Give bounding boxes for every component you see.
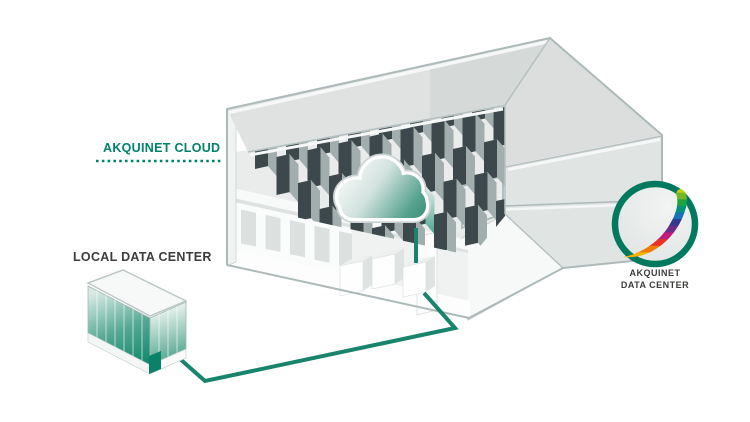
server-box — [402, 256, 435, 298]
window-opening — [290, 220, 305, 258]
rack-face — [320, 147, 330, 196]
rack-face — [447, 211, 456, 256]
rack-face — [456, 178, 466, 228]
rack-face — [298, 180, 311, 221]
logo-stripe — [623, 239, 687, 247]
rack-face — [434, 211, 447, 253]
roof — [227, 37, 663, 269]
end-wall-strip — [226, 106, 237, 267]
rack-face — [443, 178, 457, 220]
local-datacenter-label: LOCAL DATA CENTER — [73, 250, 212, 264]
rack-face — [475, 113, 485, 162]
roof-rim — [228, 39, 549, 115]
rack-face — [276, 154, 290, 195]
wall-top-edge — [504, 135, 663, 168]
cloud-zone-label: AKQUINET CLOUD — [103, 141, 220, 155]
server-box — [371, 248, 404, 290]
badge-face — [618, 187, 692, 261]
rack-face — [466, 146, 475, 195]
window-opening — [241, 209, 256, 247]
server-box — [339, 255, 372, 297]
local-datacenter-building — [86, 269, 188, 375]
local-roof — [86, 269, 188, 317]
badge-label-line1: AKQUINET — [630, 268, 681, 278]
arcade-openings — [241, 209, 352, 267]
rack-face — [444, 120, 454, 169]
rack-face — [413, 126, 423, 176]
badge-label-line2: DATA CENTER — [621, 280, 689, 290]
rack-face — [435, 152, 444, 202]
window-opening — [339, 231, 352, 267]
rack-face — [307, 147, 321, 189]
glass-panel-lines — [96, 290, 178, 361]
window-opening — [314, 225, 330, 263]
rack-face — [338, 140, 352, 182]
connection-line — [169, 228, 459, 384]
rack-face — [487, 172, 497, 221]
rack-face — [453, 146, 466, 187]
roof-end-edge — [504, 37, 551, 106]
local-door — [149, 351, 161, 374]
akquinet-logo-badge — [611, 180, 699, 268]
server-boxes — [339, 248, 435, 298]
courtyard-edge — [504, 213, 564, 269]
wall-top-rim — [507, 138, 661, 171]
rack-face — [400, 126, 414, 168]
akquinet-datacenter-building — [226, 37, 663, 321]
right-roof-slope — [505, 38, 662, 166]
window-opening — [265, 214, 281, 252]
roof-front-rim — [249, 107, 504, 157]
rack-face — [465, 204, 478, 246]
rack-face — [462, 113, 476, 155]
rack-face — [474, 172, 488, 213]
cloud-body — [338, 158, 426, 218]
logo-stripe — [623, 245, 687, 253]
rack-face — [497, 139, 505, 188]
cloud-icon — [333, 153, 431, 223]
rack-face — [493, 106, 505, 148]
roof-front-edge — [247, 104, 506, 153]
rack-face — [431, 120, 445, 161]
rack-face — [484, 139, 497, 181]
rack-face — [311, 180, 320, 229]
rack-face — [289, 154, 299, 203]
